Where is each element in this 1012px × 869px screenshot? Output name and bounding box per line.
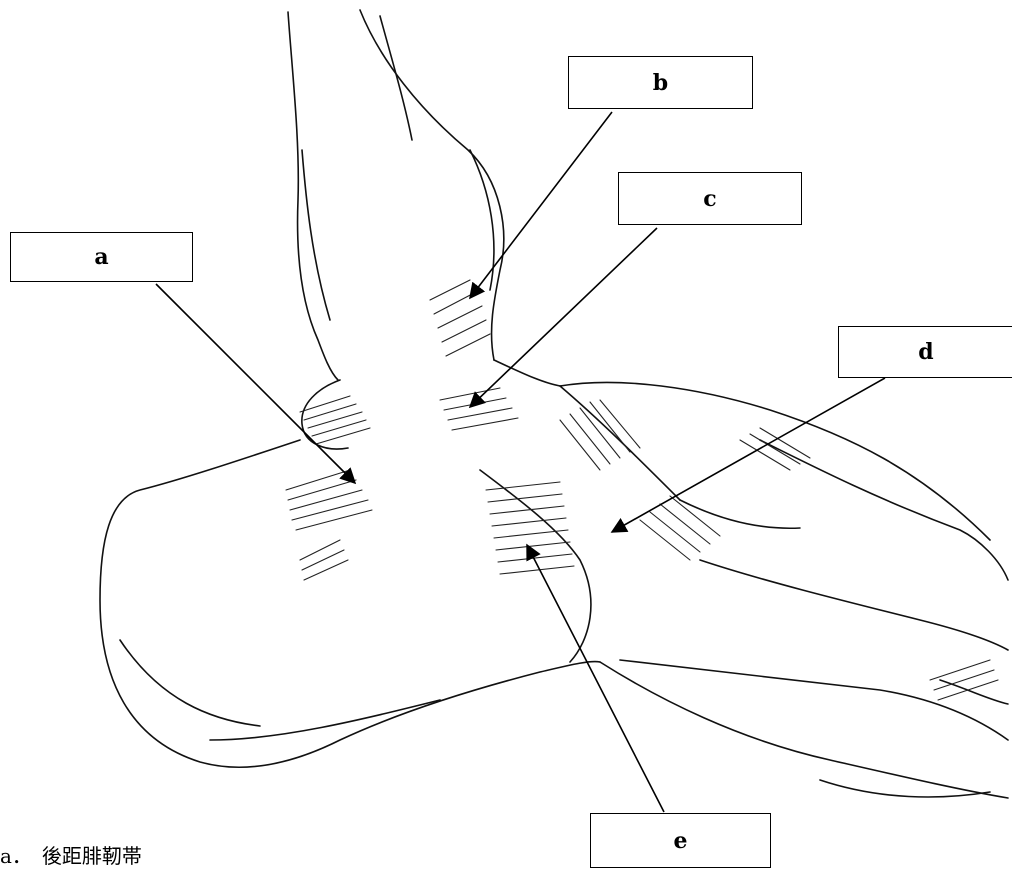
tibia-outline — [288, 12, 338, 380]
leader-line-a — [156, 284, 355, 483]
leader-line-b — [470, 112, 612, 298]
leader-line-d — [612, 378, 885, 532]
label-box-d: d — [838, 326, 1012, 378]
label-e-text: e — [674, 828, 688, 854]
label-box-a: a — [10, 232, 193, 282]
metatarsal-outline-2 — [700, 560, 1008, 650]
leader-line-e — [527, 545, 664, 812]
fibula-outline — [360, 10, 504, 360]
label-b-text: b — [653, 70, 668, 96]
label-box-e: e — [590, 813, 771, 868]
label-box-b: b — [568, 56, 753, 109]
metatarsal-outline-3 — [620, 660, 1008, 740]
calcaneus-outline — [100, 440, 600, 767]
metatarsal-outline-1 — [760, 440, 1008, 580]
label-box-c: c — [618, 172, 802, 225]
answer-text: a． 後距腓靭帯 — [0, 840, 142, 869]
label-d-text: d — [918, 339, 933, 365]
label-c-text: c — [703, 186, 716, 212]
label-a-text: a — [94, 244, 108, 270]
leader-line-c — [470, 228, 657, 407]
lateral-malleolus-outline — [302, 380, 348, 449]
